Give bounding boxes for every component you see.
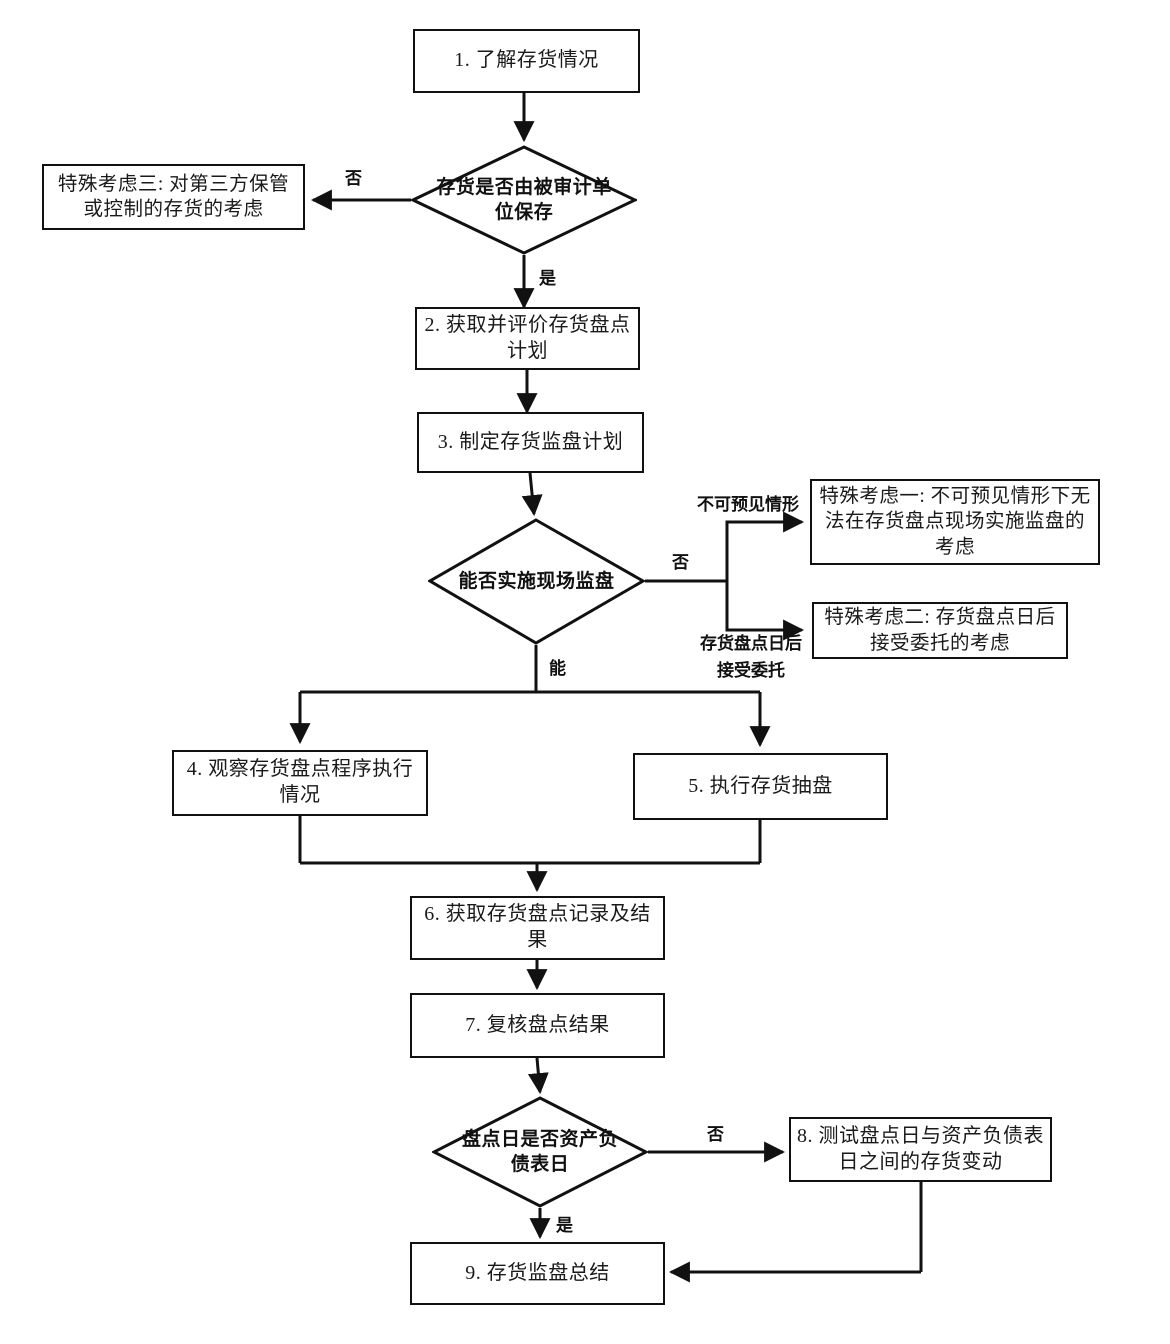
node-step8-label: 8. 测试盘点日与资产负债表日之间的存货变动 — [797, 1124, 1044, 1173]
node-step3[interactable]: 3. 制定存货监盘计划 — [417, 412, 644, 473]
edge-label-decision2-no: 否 — [672, 553, 689, 572]
node-step7-label: 7. 复核盘点结果 — [465, 1013, 610, 1036]
decision3-shape — [432, 1096, 648, 1208]
node-special2-label: 特殊考虑二: 存货盘点日后接受委托的考虑 — [824, 607, 1056, 654]
node-step7[interactable]: 7. 复核盘点结果 — [410, 993, 665, 1058]
node-special1[interactable]: 特殊考虑一: 不可预见情形下无法在存货盘点现场实施监盘的考虑 — [810, 479, 1100, 565]
node-decision3[interactable]: 盘点日是否资产负债表日 — [432, 1096, 648, 1208]
edge-label-decision1-yes: 是 — [539, 269, 556, 288]
node-step9[interactable]: 9. 存货监盘总结 — [410, 1242, 665, 1305]
node-step8[interactable]: 8. 测试盘点日与资产负债表日之间的存货变动 — [789, 1117, 1052, 1182]
node-step4-label: 4. 观察存货盘点程序执行情况 — [186, 758, 414, 806]
edge-label-decision2-after-count-line1: 存货盘点日后 — [700, 634, 802, 653]
edge-label-decision3-yes: 是 — [556, 1216, 573, 1235]
node-step2[interactable]: 2. 获取并评价存货盘点计划 — [415, 307, 640, 370]
node-special2[interactable]: 特殊考虑二: 存货盘点日后接受委托的考虑 — [812, 602, 1068, 659]
node-step1-label: 1. 了解存货情况 — [454, 49, 599, 72]
node-step1[interactable]: 1. 了解存货情况 — [413, 29, 640, 93]
node-decision2[interactable]: 能否实施现场监盘 — [428, 518, 645, 645]
node-special1-label: 特殊考虑一: 不可预见情形下无法在存货盘点现场实施监盘的考虑 — [819, 485, 1091, 558]
decision1-shape — [411, 145, 637, 255]
node-step2-label: 2. 获取并评价存货盘点计划 — [424, 313, 631, 362]
node-step4[interactable]: 4. 观察存货盘点程序执行情况 — [172, 750, 428, 816]
edge-label-decision2-after-count-line2: 接受委托 — [717, 661, 785, 680]
node-decision2-label: 能否实施现场监盘 — [458, 570, 615, 592]
node-step6[interactable]: 6. 获取存货盘点记录及结果 — [410, 896, 665, 960]
node-step3-label: 3. 制定存货监盘计划 — [437, 430, 624, 453]
edge-label-decision3-no: 否 — [707, 1125, 724, 1144]
node-step5-label: 5. 执行存货抽盘 — [688, 774, 833, 797]
node-decision1-label: 存货是否由被审计单位保存 — [436, 176, 612, 223]
node-step9-label: 9. 存货监盘总结 — [465, 1261, 610, 1284]
node-step5[interactable]: 5. 执行存货抽盘 — [633, 753, 888, 820]
edge-label-decision1-no: 否 — [345, 169, 362, 188]
node-decision1[interactable]: 存货是否由被审计单位保存 — [411, 145, 637, 255]
edge-label-decision2-yes: 能 — [549, 659, 566, 678]
node-special3-label: 特殊考虑三: 对第三方保管或控制的存货的考虑 — [57, 173, 290, 220]
node-special3[interactable]: 特殊考虑三: 对第三方保管或控制的存货的考虑 — [42, 164, 305, 230]
decision2-shape — [428, 518, 645, 645]
node-step6-label: 6. 获取存货盘点记录及结果 — [424, 903, 651, 951]
node-decision3-label: 盘点日是否资产负债表日 — [461, 1128, 618, 1175]
edge-label-decision2-unforeseen: 不可预见情形 — [697, 495, 799, 514]
